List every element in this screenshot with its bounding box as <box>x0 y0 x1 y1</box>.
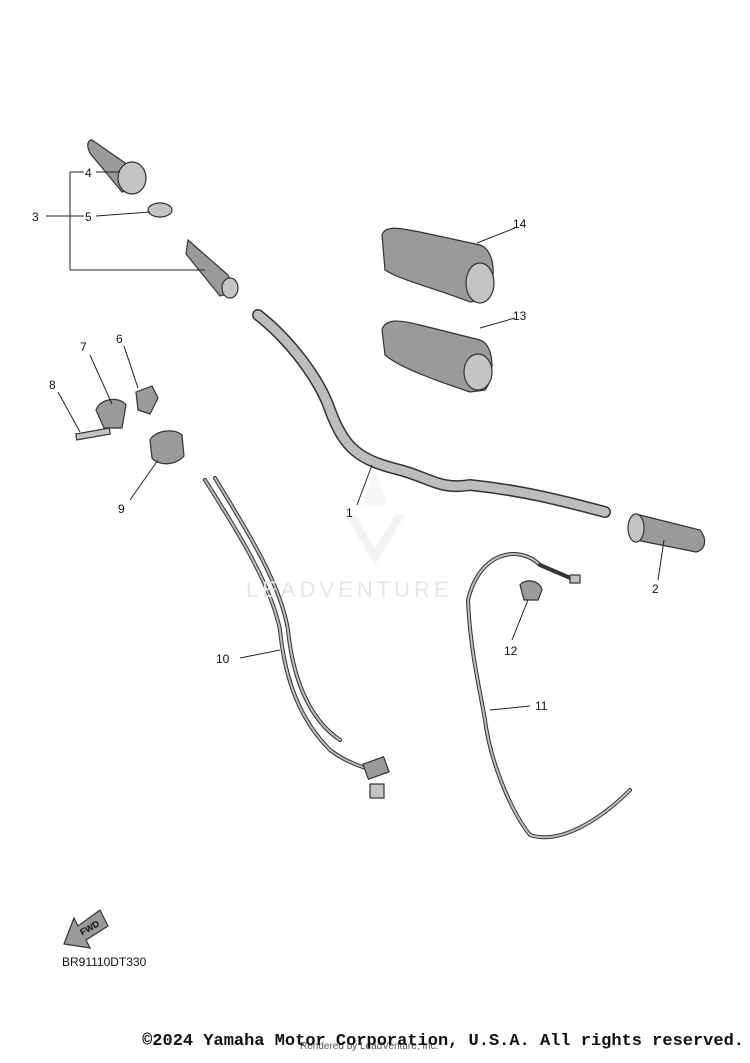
right-grip[interactable] <box>627 513 706 553</box>
lever-holder-upper[interactable] <box>135 385 159 415</box>
throttle-tube[interactable] <box>185 238 239 299</box>
watermark-logo <box>345 470 405 565</box>
callout-13: 13 <box>513 309 527 323</box>
cable-adjuster[interactable] <box>519 580 543 601</box>
handlebar[interactable] <box>252 309 611 518</box>
callout-7: 7 <box>80 340 87 354</box>
callouts: 1 2 3 4 5 6 7 8 9 10 11 12 13 14 <box>32 166 659 713</box>
callout-11: 11 <box>535 699 548 713</box>
handlebar-switch[interactable] <box>149 430 185 465</box>
rendered-by-text: Rendered by LeadVenture, Inc. <box>300 1041 439 1052</box>
holder-bolt[interactable] <box>75 427 111 441</box>
callout-5: 5 <box>85 210 92 224</box>
callout-14: 14 <box>513 217 527 231</box>
callout-10: 10 <box>216 652 230 666</box>
lever-holder-lower[interactable] <box>95 398 127 429</box>
watermark-text: LEADVENTURE <box>246 577 453 602</box>
callout-4: 4 <box>85 166 92 180</box>
fwd-arrow-icon: FWD <box>63 909 109 949</box>
callout-1: 1 <box>346 506 353 520</box>
handlebar-pad[interactable] <box>381 320 493 393</box>
callout-12: 12 <box>504 644 518 658</box>
callout-2: 2 <box>652 582 659 596</box>
copyright-footer: ©2024 Yamaha Motor Corporation, U.S.A. A… <box>142 1032 744 1051</box>
callout-9: 9 <box>118 502 125 516</box>
handlebar-pad-cover[interactable] <box>381 227 495 304</box>
grip-washer[interactable] <box>147 202 173 218</box>
left-grip[interactable] <box>87 139 147 195</box>
callout-8: 8 <box>49 378 56 392</box>
leader-lines <box>46 171 665 711</box>
diagram-code: BR91110DT330 <box>62 955 147 969</box>
callout-3: 3 <box>32 210 39 224</box>
callout-6: 6 <box>116 332 123 346</box>
clutch-cable[interactable] <box>466 552 632 840</box>
throttle-cable[interactable] <box>203 476 390 799</box>
